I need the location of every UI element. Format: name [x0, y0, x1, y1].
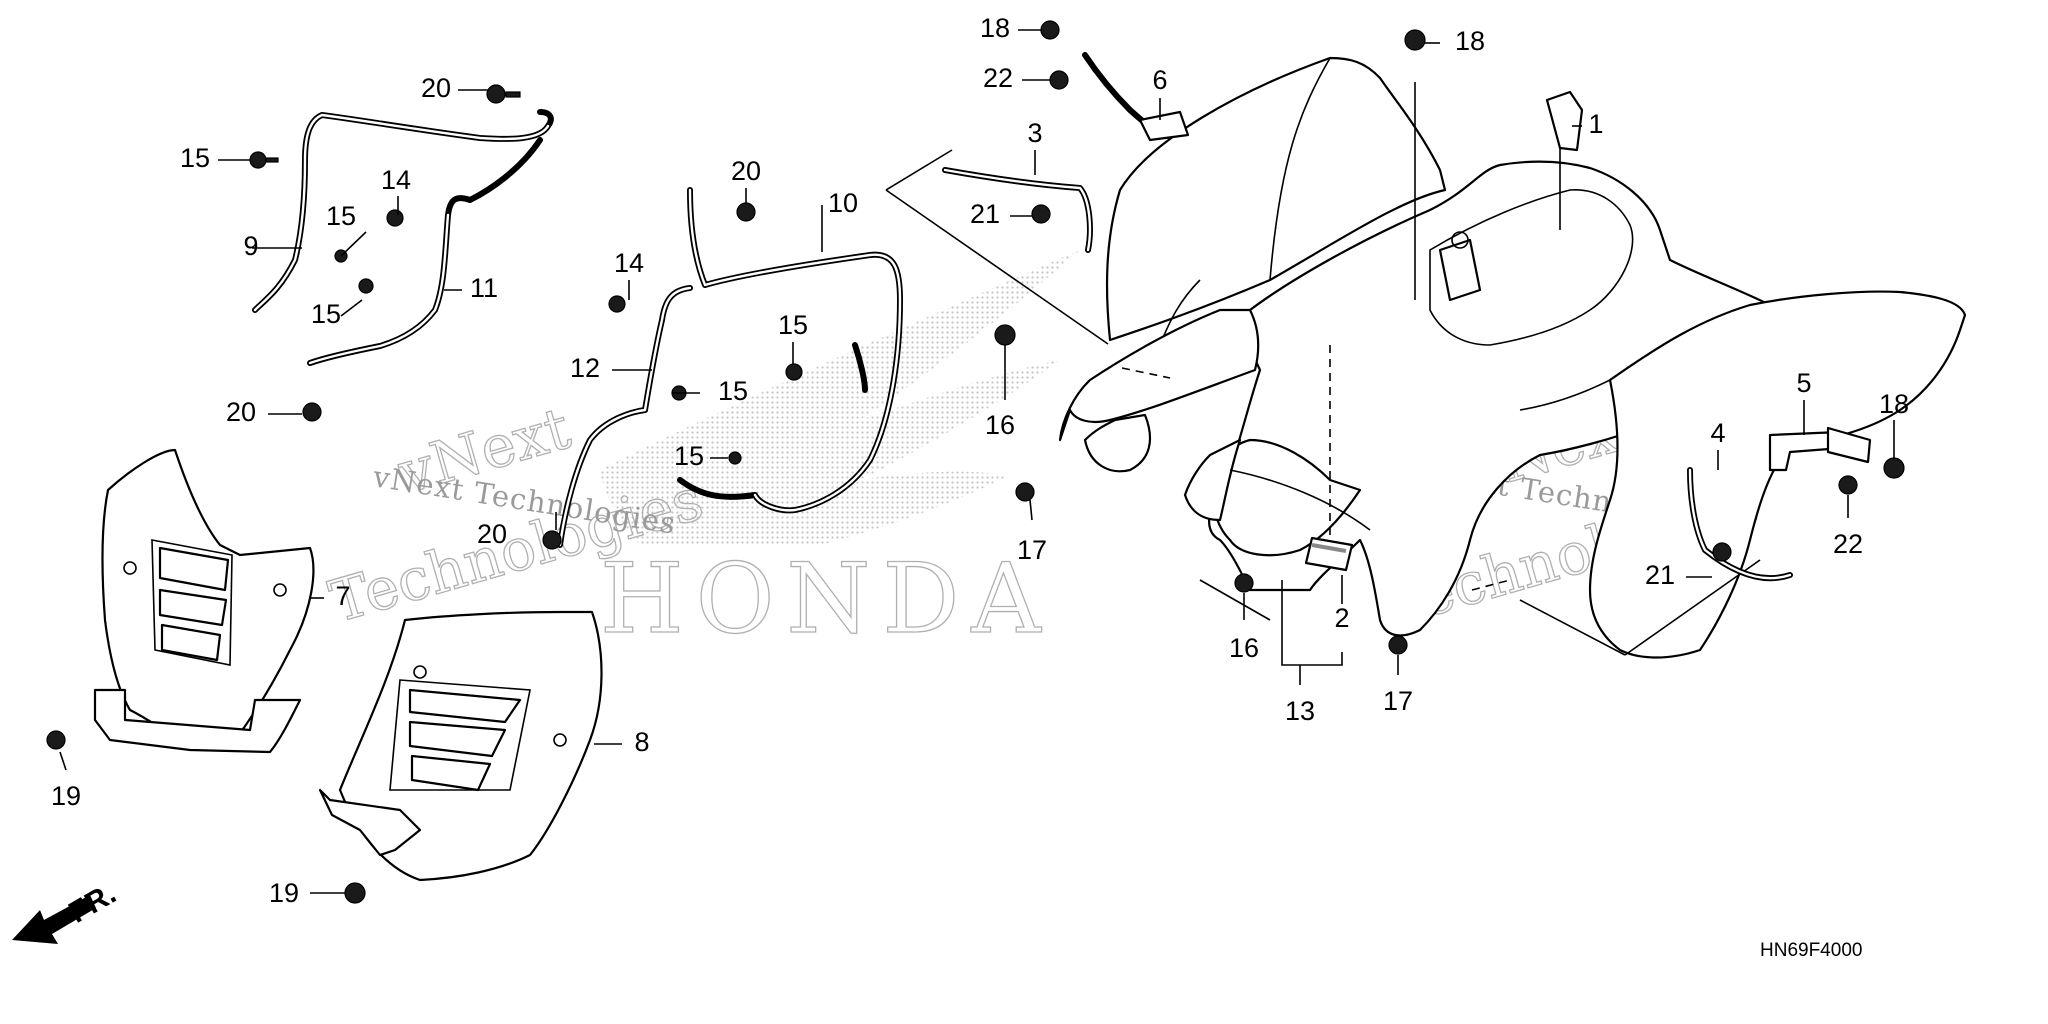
callout-14: 14	[381, 165, 411, 195]
fasteners	[46, 20, 1905, 904]
right-footguard	[318, 610, 603, 882]
callout-20: 20	[477, 519, 507, 549]
callout-15: 15	[311, 299, 341, 329]
callout-19: 19	[51, 781, 81, 811]
callout-3: 3	[1027, 118, 1042, 148]
callout-18: 18	[980, 13, 1010, 43]
callout-17: 17	[1383, 686, 1413, 716]
callout-16: 16	[985, 410, 1015, 440]
callout-15: 15	[326, 201, 356, 231]
callout-12: 12	[570, 353, 600, 383]
honda-wing-logo	[600, 250, 1080, 545]
left-footguard	[93, 448, 315, 754]
callout-20: 20	[226, 397, 256, 427]
callout-5: 5	[1796, 368, 1811, 398]
callout-15: 15	[778, 310, 808, 340]
honda-brand-watermark: HONDA	[600, 543, 1053, 655]
callout-18: 18	[1879, 389, 1909, 419]
callout-15: 15	[180, 143, 210, 173]
callout-21: 21	[970, 199, 1000, 229]
callout-21: 21	[1645, 560, 1675, 590]
callout-6: 6	[1152, 65, 1167, 95]
callout-20: 20	[731, 156, 761, 186]
callout-15: 15	[674, 441, 704, 471]
callout-10: 10	[828, 188, 858, 218]
callout-7: 7	[335, 581, 350, 611]
rear-reflector	[1304, 536, 1354, 572]
callout-1: 1	[1588, 109, 1603, 139]
callout-2: 2	[1334, 603, 1349, 633]
callout-13: 13	[1285, 696, 1315, 726]
callout-9: 9	[243, 231, 258, 261]
diagram-code: HN69F4000	[1760, 940, 1863, 961]
callout-22: 22	[1833, 529, 1863, 559]
callout-15: 15	[718, 376, 748, 406]
callout-17: 17	[1017, 535, 1047, 565]
callout-8: 8	[634, 727, 649, 757]
front-arrow-icon	[12, 895, 96, 944]
callout-20: 20	[421, 73, 451, 103]
callout-18: 18	[1455, 26, 1485, 56]
callout-22: 22	[983, 63, 1013, 93]
callout-14: 14	[614, 248, 644, 278]
front-direction-indicator: FR.	[12, 877, 122, 944]
callout-11: 11	[470, 273, 498, 303]
stays-and-rods	[252, 52, 1872, 582]
callout-4: 4	[1710, 418, 1725, 448]
callout-19: 19	[269, 878, 299, 908]
callout-leaders	[59, 29, 1895, 894]
rear-fender	[885, 56, 1967, 659]
callout-16: 16	[1229, 633, 1259, 663]
